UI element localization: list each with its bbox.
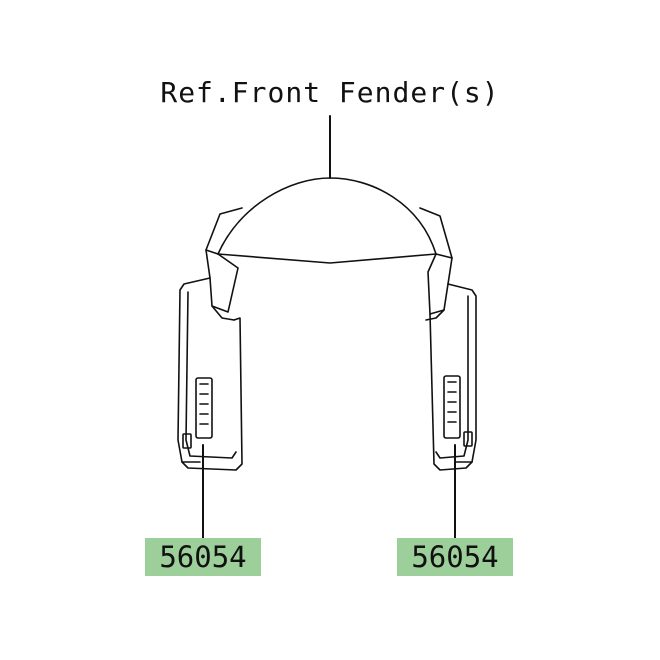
left-emblem-decal	[195, 377, 213, 439]
right-emblem-decal	[443, 375, 461, 439]
right-decal-mount	[463, 431, 473, 447]
right-fork-cover	[429, 283, 477, 471]
part-number-callout-left[interactable]: 56054	[145, 538, 261, 576]
left-fork-cover	[177, 277, 243, 471]
part-number-callout-right[interactable]: 56054	[397, 538, 513, 576]
reference-label: Ref.Front Fender(s)	[160, 76, 500, 109]
front-fender-outline	[205, 177, 453, 321]
left-decal-mount	[182, 433, 192, 449]
